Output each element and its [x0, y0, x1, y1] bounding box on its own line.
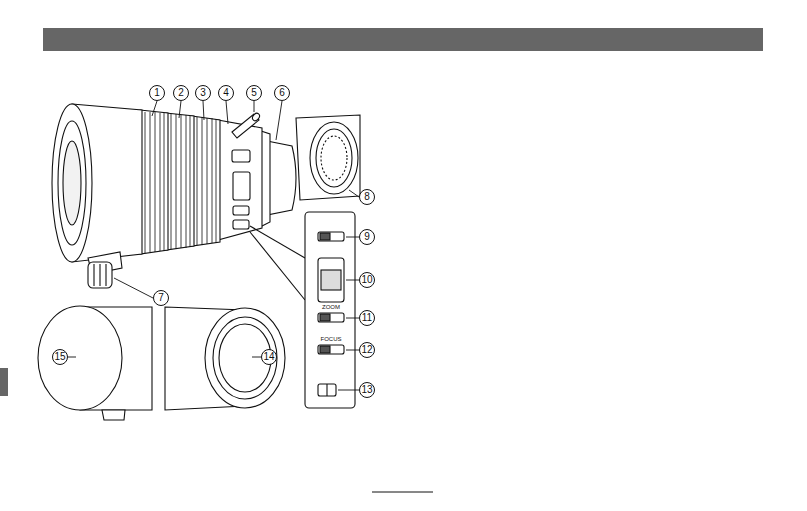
callout-number: 2 — [173, 85, 189, 101]
header-bar — [43, 28, 763, 51]
switch-label: ZOOM — [321, 304, 341, 311]
callout-number: 11 — [359, 310, 375, 326]
callout-number: 12 — [359, 342, 375, 358]
callout-number: 10 — [359, 272, 375, 288]
callout-number: 6 — [274, 85, 290, 101]
callout-number: 13 — [359, 382, 375, 398]
page-rule — [372, 492, 433, 493]
mount-inset — [296, 115, 360, 200]
callout-number: 14 — [261, 349, 277, 365]
callout-number: 3 — [195, 85, 211, 101]
callout-number: 8 — [359, 189, 375, 205]
callout-number: 1 — [149, 85, 165, 101]
edge-tab — [0, 368, 8, 396]
switch-label: FOCUS — [320, 336, 343, 343]
ring-knurling — [145, 112, 216, 253]
callout-number: 7 — [153, 290, 169, 306]
lens-caps — [38, 306, 285, 420]
callout-number: 4 — [218, 85, 234, 101]
lens-body — [52, 104, 296, 288]
callout-number: 15 — [52, 349, 68, 365]
callout-number: 5 — [246, 85, 262, 101]
leader-lines — [68, 101, 359, 390]
callout-number: 9 — [359, 229, 375, 245]
